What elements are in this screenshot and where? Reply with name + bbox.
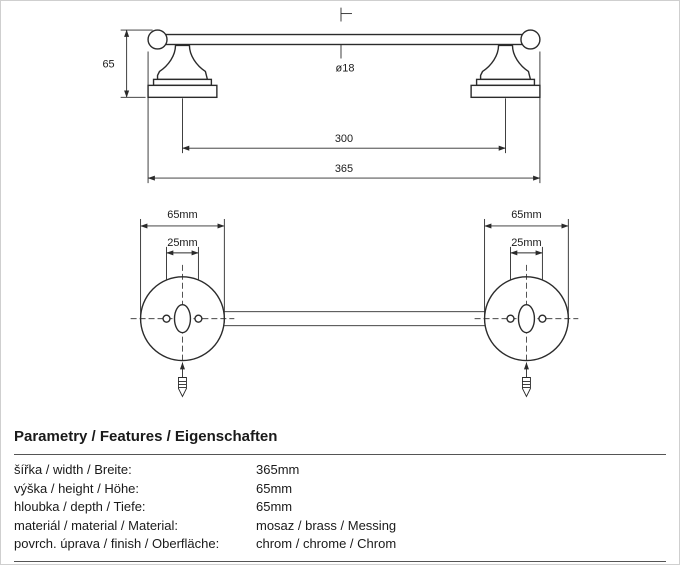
spec-row: výška / height / Höhe: 65mm xyxy=(14,480,666,499)
spec-row: materiál / material / Material: mosaz / … xyxy=(14,517,666,536)
spec-label: povrch. úprava / finish / Oberfläche: xyxy=(14,536,220,552)
towel-bar xyxy=(149,33,539,46)
top-view: 65mm 25mm 65mm 25mm xyxy=(131,209,579,396)
right-flange-diameter-label: 65mm xyxy=(511,209,541,221)
spec-row: hloubka / depth / Tiefe: 65mm xyxy=(14,498,666,517)
right-ball-end xyxy=(520,29,541,50)
specs-table: šířka / width / Breite: 365mm výška / he… xyxy=(14,454,666,562)
specs-title: Parametry / Features / Eigenschaften xyxy=(14,428,278,445)
spec-value: 65mm xyxy=(256,480,293,496)
left-ball-end xyxy=(147,29,168,50)
bar-diameter-label: ø18 xyxy=(336,62,355,74)
right-slot-spacing-label: 25mm xyxy=(511,237,541,249)
hole-distance-dimension: 300 xyxy=(182,98,506,154)
spec-value: 65mm xyxy=(256,499,293,515)
spec-row: šířka / width / Breite: 365mm xyxy=(14,461,666,480)
left-wall-mount xyxy=(147,44,218,99)
overall-width-dimension: 365 xyxy=(147,51,541,184)
bar-diameter-callout: ø18 xyxy=(336,44,355,74)
technical-drawing: 65 ø18 300 365 xyxy=(102,7,679,421)
spec-value: mosaz / brass / Messing xyxy=(256,517,397,533)
spec-row: povrch. úprava / finish / Oberfläche: ch… xyxy=(14,535,666,554)
left-slot-spacing-label: 25mm xyxy=(167,237,197,249)
spec-label: výška / height / Höhe: xyxy=(14,480,140,496)
overall-width-label: 365 xyxy=(335,163,353,175)
spec-label: materiál / material / Material: xyxy=(14,517,178,533)
front-view: 65 ø18 300 365 xyxy=(102,7,541,184)
centerline-mark xyxy=(340,7,352,22)
hole-distance-label: 300 xyxy=(335,133,353,145)
spec-label: šířka / width / Breite: xyxy=(14,462,132,477)
spec-value: chrom / chrome / Chrom xyxy=(256,536,397,552)
right-wall-mount xyxy=(470,44,541,99)
spec-label: hloubka / depth / Tiefe: xyxy=(14,499,146,515)
height-dim-label: 65 xyxy=(102,58,114,70)
left-flange-diameter-label: 65mm xyxy=(167,209,197,221)
spec-value: 365mm xyxy=(256,462,300,477)
specs-section: Parametry / Features / Eigenschaften šíř… xyxy=(1,428,679,562)
height-dimension: 65 xyxy=(102,29,153,98)
